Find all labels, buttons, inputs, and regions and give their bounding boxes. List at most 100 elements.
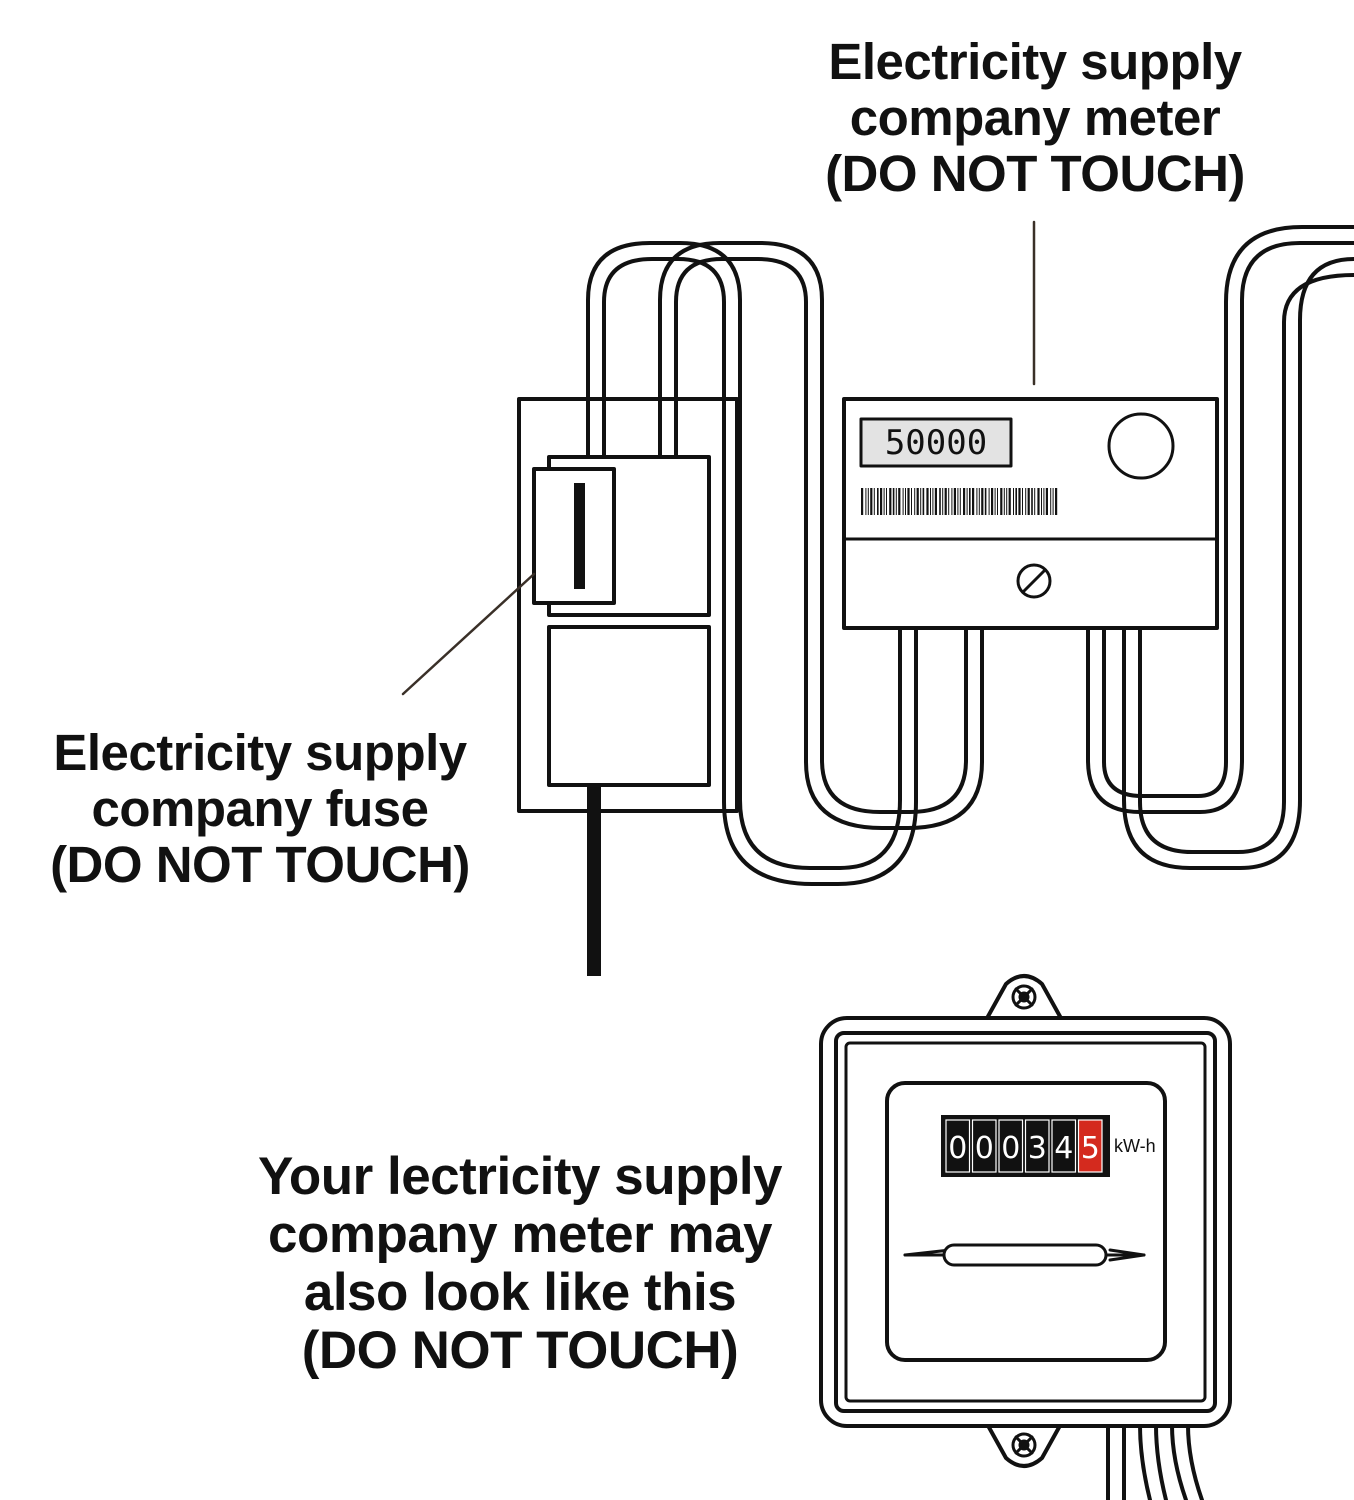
barcode-bar [865, 488, 867, 515]
barcode-bar [895, 488, 897, 515]
barcode-bar [1052, 488, 1054, 515]
barcode-bar [1003, 488, 1005, 515]
barcode-bar [1006, 488, 1008, 515]
alt-label-line-1: Your lectricity supply [257, 1147, 783, 1206]
counter-cell [945, 1119, 971, 1173]
company-fuse [532, 455, 711, 976]
counter-digit: 0 [948, 1131, 967, 1166]
disc-rotor [903, 1243, 1146, 1267]
alt-label-line-4: (DO NOT TOUCH) [301, 1321, 739, 1380]
barcode-bar [994, 488, 996, 515]
barcode-bar [1034, 488, 1036, 515]
fuse-lower-housing [547, 625, 711, 787]
barcode-bar [892, 488, 895, 515]
alt-label-line-3: also look like this [303, 1263, 737, 1322]
barcode-bar [942, 488, 944, 515]
barcode-bar [944, 488, 947, 515]
lcd-reading: 50000 [885, 423, 987, 463]
barcode-bar [934, 488, 937, 515]
barcode-bar [957, 488, 959, 515]
analog-meter [819, 974, 1232, 1500]
barcode-bar [926, 488, 929, 515]
counter-digit: 5 [1081, 1131, 1100, 1166]
barcode-bar [922, 488, 925, 515]
meter-label-line-1: Electricity supply [828, 33, 1242, 90]
barcode-bar [1041, 488, 1042, 515]
counter-cell [998, 1119, 1024, 1173]
barcode-bar [907, 488, 910, 515]
counter-unit: kW-h [1114, 1136, 1156, 1156]
barcode-bar [902, 488, 904, 515]
barcode-bar [984, 488, 987, 515]
barcode-bar [867, 488, 869, 515]
counter-digit: 0 [975, 1131, 994, 1166]
counter-digit: 4 [1054, 1131, 1073, 1166]
barcode-bar [911, 488, 912, 515]
barcode-bar [1055, 488, 1058, 515]
barcode-bar [959, 488, 961, 515]
barcode-bar [916, 488, 919, 515]
barcode-bar [920, 488, 922, 515]
barcode-bar [953, 488, 956, 515]
barcode-bar [969, 488, 971, 515]
barcode-bar [930, 488, 931, 515]
counter-digit: 3 [1028, 1131, 1047, 1166]
bottom-screw-icon [1011, 1432, 1037, 1458]
meter-label-line-3: (DO NOT TOUCH) [825, 145, 1245, 202]
cable-bundle [1106, 1423, 1204, 1500]
barcode-bar [883, 488, 885, 515]
fuse-leader-line [401, 572, 536, 696]
barcode-bar [951, 488, 953, 515]
barcode-bar [1027, 488, 1030, 515]
barcode-bar [889, 488, 892, 515]
counter-cell [1051, 1119, 1077, 1173]
barcode-bar [905, 488, 906, 515]
fuse-label-line-2: company fuse [91, 780, 429, 837]
barcode-bar [870, 488, 873, 515]
barcode-bar [1000, 488, 1003, 515]
barcode-bar [1045, 488, 1048, 515]
barcode-bar [1008, 488, 1011, 515]
barcode-bar [963, 488, 966, 515]
barcode-bar [914, 488, 916, 515]
barcode-bar [880, 488, 883, 515]
barcode-bar [978, 488, 980, 515]
analog-meter-inner-frame-2 [844, 1041, 1207, 1403]
barcode-bar [1031, 488, 1033, 515]
barcode-bar [1018, 488, 1021, 515]
top-screw-icon [1011, 984, 1037, 1010]
barcode-bar [991, 488, 994, 515]
barcode-bar [981, 488, 984, 515]
barcode-bar [972, 488, 975, 515]
barcode-bar [948, 488, 950, 515]
meter-indicator-button [1107, 412, 1175, 480]
barcode-bar [1043, 488, 1045, 515]
barcode-bar [1015, 488, 1017, 515]
upper-cable-loops [586, 241, 984, 886]
fuse-label-line-1: Electricity supply [53, 724, 467, 781]
fuse-callout-label: Electricity supply company fuse (DO NOT … [20, 725, 500, 893]
barcode-bar [898, 488, 901, 515]
barcode-bar [873, 488, 875, 515]
barcode-bar [932, 488, 934, 515]
digital-meter [842, 397, 1219, 630]
barcode-bar [1022, 488, 1023, 515]
barcode-bar [1025, 488, 1027, 515]
alt-label-line-2: company meter may [267, 1205, 773, 1264]
right-cable-loops [1086, 225, 1354, 870]
barcode-bar [1050, 488, 1052, 515]
barcode-bar [997, 488, 998, 515]
barcode-bar [966, 488, 968, 515]
barcode-bar [861, 488, 864, 515]
meter-callout-label: Electricity supply company meter (DO NOT… [790, 34, 1280, 202]
screw-icon [1016, 563, 1052, 599]
counter-cell [971, 1119, 997, 1173]
fuse-label-line-3: (DO NOT TOUCH) [50, 836, 470, 893]
fuse-element [574, 483, 585, 589]
barcode-bar [1037, 488, 1040, 515]
lcd-display [859, 417, 1013, 468]
counter-cell [1077, 1119, 1103, 1173]
barcode-bar [988, 488, 990, 515]
